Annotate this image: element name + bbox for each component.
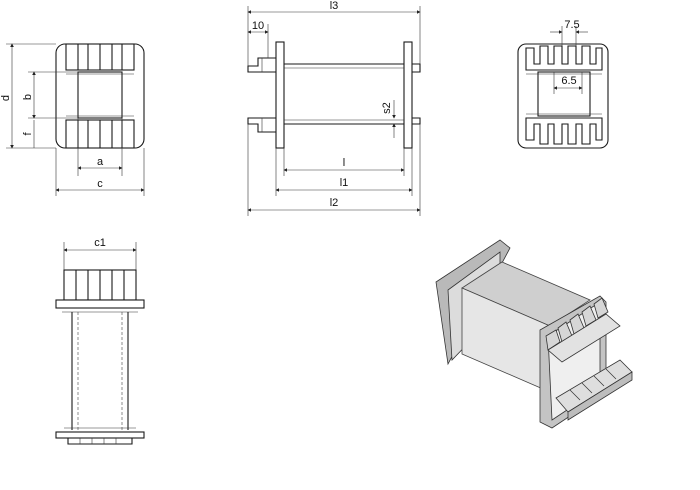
- pin-view-flange: [517, 43, 609, 149]
- right-flange: [403, 41, 413, 149]
- left-flange: [275, 41, 285, 149]
- dim-l-label: l: [343, 157, 345, 169]
- dim-l1-label: l1: [340, 177, 349, 189]
- dim-c-label: c: [97, 178, 103, 190]
- dim-l3-label: l3: [330, 0, 339, 12]
- pin-view: 7.5 6.5: [517, 19, 609, 149]
- dim-width-label: 6.5: [561, 75, 576, 87]
- dim-pitch-label: 7.5: [564, 19, 579, 31]
- isometric-view: [435, 239, 633, 429]
- dim-b-label: b: [22, 94, 34, 100]
- dim-c1-label: c1: [94, 237, 106, 249]
- side-view: l3 10 s2 l l1 l2: [247, 0, 421, 216]
- dim-10-label: 10: [252, 20, 264, 32]
- bottom-view: c1: [55, 237, 145, 445]
- core-window: [77, 71, 123, 119]
- dim-d-label: d: [0, 95, 12, 101]
- front-view: d b f a c: [0, 43, 145, 196]
- dim-a-label: a: [97, 156, 104, 168]
- dim-s2-label: s2: [381, 102, 393, 114]
- dim-f-label: f: [22, 132, 34, 136]
- dim-l2-label: l2: [330, 197, 339, 209]
